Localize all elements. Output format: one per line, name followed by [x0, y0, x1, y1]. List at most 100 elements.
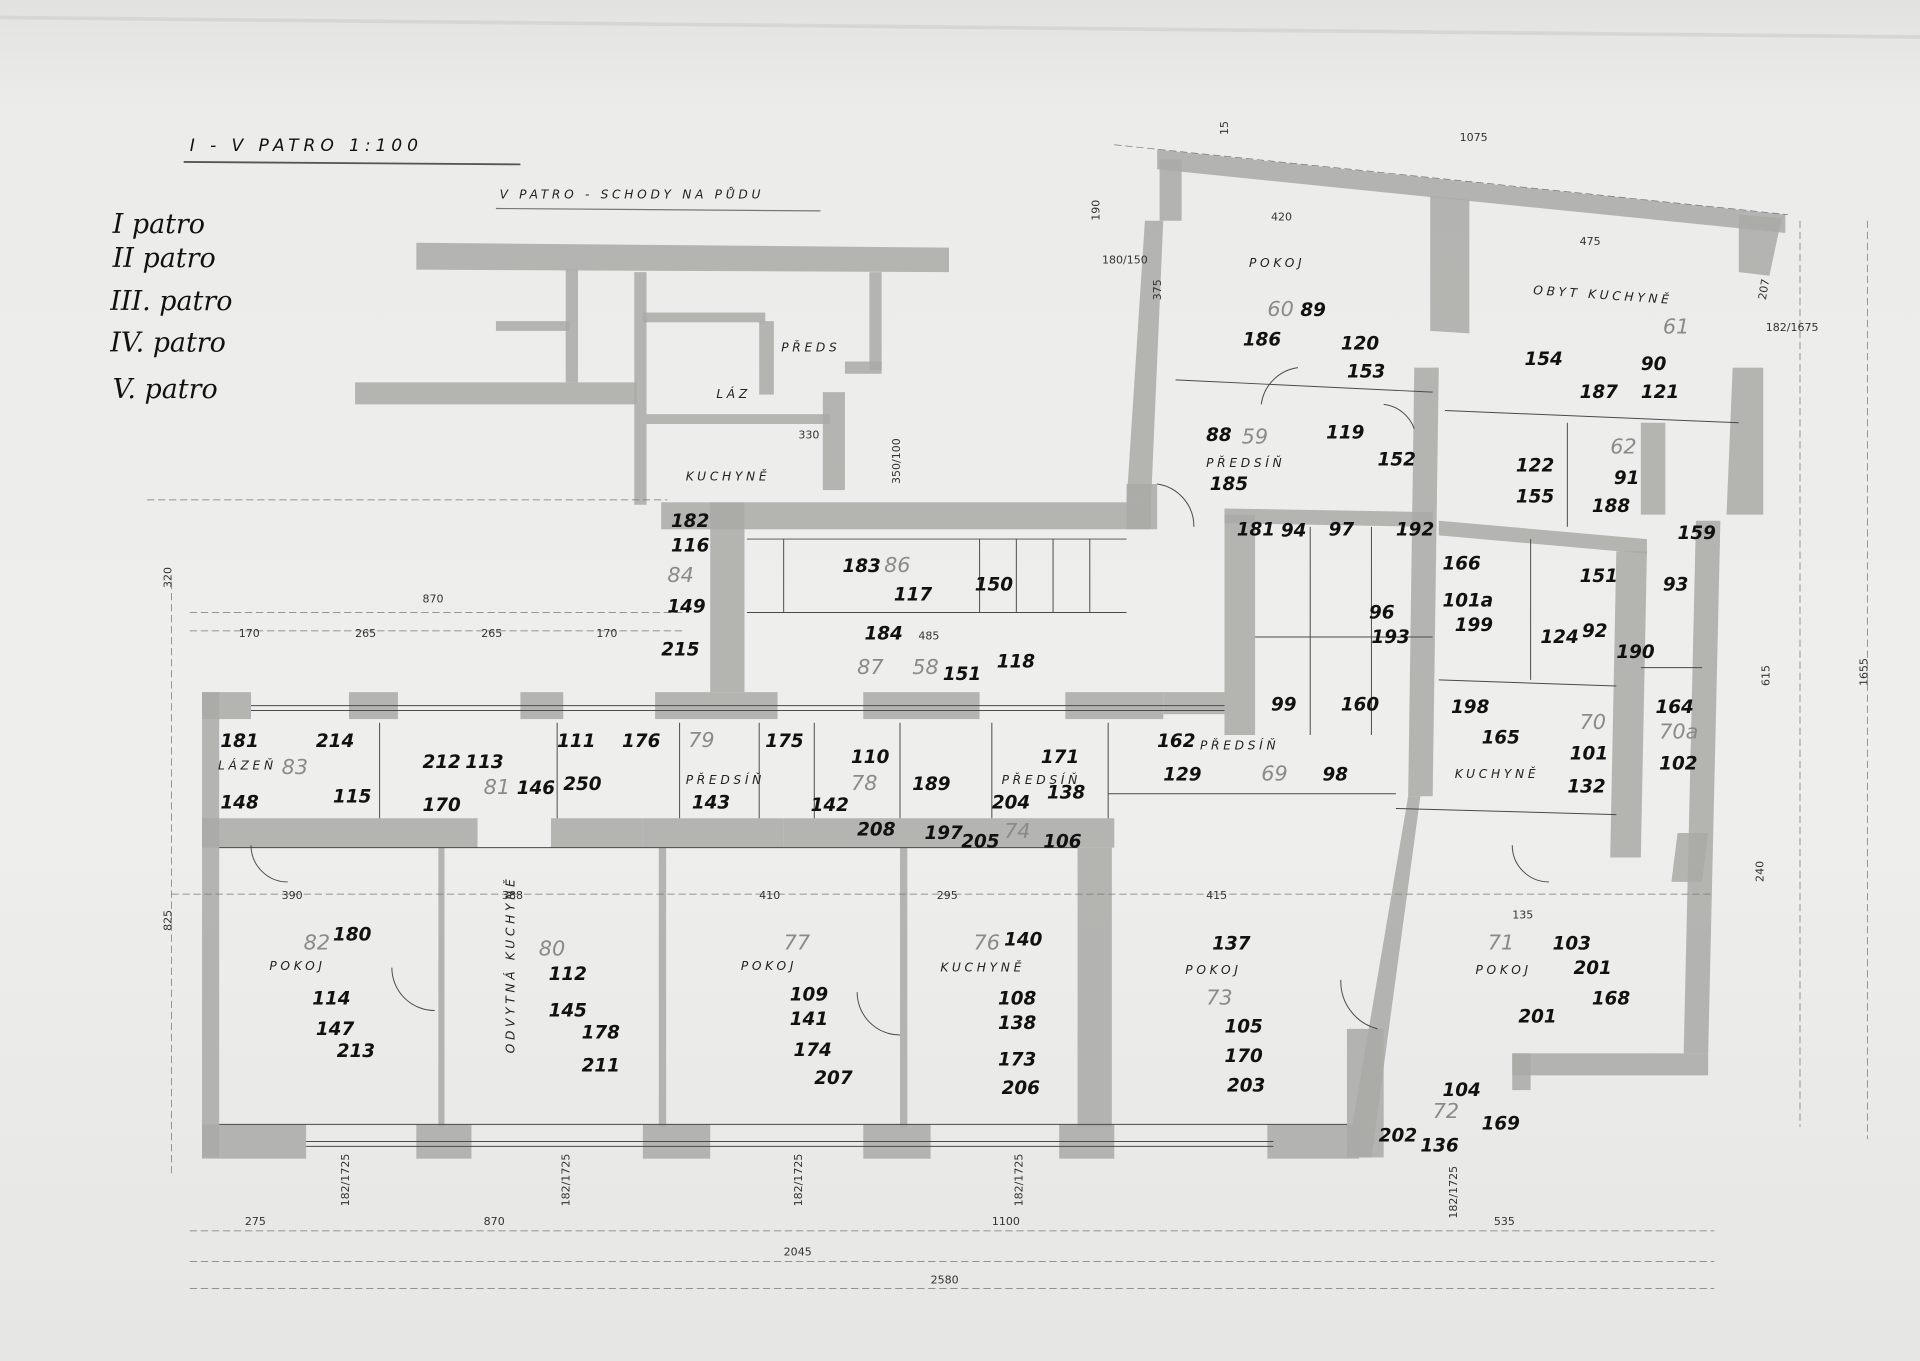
area-number: 72 [1433, 1099, 1459, 1123]
dimension-label: 182/1725 [339, 1154, 352, 1207]
area-number: 175 [765, 731, 803, 752]
area-number: 129 [1163, 764, 1201, 785]
area-number: 93 [1663, 575, 1689, 596]
area-number: 204 [992, 792, 1030, 813]
drawing-subtitle: V PATRO - SCHODY NA PŮDU [500, 187, 765, 202]
area-number: 69 [1261, 761, 1287, 785]
area-number: 212 [422, 752, 460, 773]
area-number: 208 [857, 819, 896, 840]
area-number: 170 [422, 795, 461, 816]
area-number: 171 [1041, 747, 1079, 768]
area-number: 114 [312, 988, 350, 1009]
area-number: 178 [582, 1023, 621, 1044]
area-number: 84 [667, 563, 693, 587]
legend-floor-2: II patro [112, 243, 216, 274]
room-label: PŘEDSÍŇ [1206, 455, 1285, 470]
area-number: 121 [1641, 382, 1679, 403]
dimension-label: 375 [1151, 279, 1164, 300]
area-number: 184 [864, 623, 902, 644]
area-number: 136 [1420, 1135, 1459, 1156]
stair-hall-walls [661, 483, 1158, 693]
area-number: 115 [333, 786, 371, 807]
area-number: 211 [582, 1056, 620, 1077]
area-number: 110 [851, 747, 890, 768]
area-number: 190 [1616, 642, 1655, 663]
dimension-lines [146, 144, 1868, 1289]
area-number: 181 [220, 731, 258, 752]
room-label: POKOJ [741, 959, 797, 973]
dimension-label: 410 [759, 889, 780, 902]
area-number: 140 [1004, 930, 1043, 951]
area-number: 150 [975, 575, 1014, 596]
area-number: 103 [1553, 933, 1591, 954]
area-number: 99 [1271, 695, 1297, 716]
room-label: KUCHYNĚ [940, 959, 1025, 974]
room-label: LÁZ [716, 386, 751, 401]
area-number: 105 [1224, 1017, 1262, 1038]
area-number: 168 [1592, 988, 1631, 1009]
dimension-label: 330 [798, 429, 819, 442]
dimension-label: 415 [1206, 889, 1227, 902]
fold-line [0, 15, 1920, 39]
dimension-label: 390 [282, 889, 303, 902]
area-number: 181 [1237, 519, 1275, 540]
area-number: 153 [1347, 361, 1385, 382]
area-number: 62 [1610, 434, 1636, 458]
dimension-label: 207 [1756, 278, 1772, 301]
area-number: 77 [784, 930, 811, 954]
area-number: 201 [1518, 1007, 1556, 1028]
area-number: 59 [1242, 425, 1268, 449]
room-label: PŘEDSÍŇ [686, 772, 765, 787]
area-number: 98 [1322, 764, 1348, 785]
area-number: 113 [465, 752, 503, 773]
area-number: 91 [1614, 468, 1640, 489]
area-number: 80 [539, 936, 565, 960]
area-number: 138 [1047, 783, 1086, 804]
area-number: 182 [671, 511, 709, 532]
area-number: 124 [1540, 627, 1578, 648]
area-number: 97 [1329, 519, 1355, 540]
area-number: 87 [857, 655, 884, 679]
area-number: 79 [688, 728, 714, 752]
dimension-label: 295 [937, 889, 958, 902]
area-number: 193 [1371, 627, 1409, 648]
dimension-label: 182/1725 [1012, 1154, 1025, 1207]
area-number: 183 [842, 556, 880, 577]
area-number: 203 [1227, 1075, 1265, 1096]
area-number: 214 [316, 731, 354, 752]
area-number: 71 [1488, 930, 1514, 954]
area-number: 148 [220, 792, 259, 813]
area-number: 143 [692, 792, 730, 813]
area-number: 202 [1379, 1126, 1417, 1147]
dimension-label: 475 [1580, 235, 1601, 248]
area-number: 187 [1580, 382, 1619, 403]
room-label: LÁZEŇ [218, 757, 277, 772]
area-number: 149 [667, 597, 705, 618]
area-number: 185 [1210, 474, 1248, 495]
area-number: 138 [998, 1013, 1037, 1034]
room-label: POKOJ [269, 959, 325, 973]
dimension-label: 2045 [784, 1245, 812, 1258]
area-number: 81 [484, 775, 510, 799]
area-number: 170 [1224, 1046, 1263, 1067]
area-number: 162 [1157, 731, 1195, 752]
dimension-label: 182/1725 [559, 1154, 572, 1207]
dimension-label: 182/1725 [1447, 1166, 1460, 1219]
area-number: 137 [1212, 933, 1251, 954]
dimension-label: 190 [1090, 200, 1103, 221]
area-number: 92 [1582, 621, 1608, 642]
area-number: 186 [1243, 330, 1282, 351]
partition-lines [219, 367, 1739, 1147]
dimension-label: 535 [1494, 1215, 1515, 1228]
area-number: 160 [1341, 695, 1380, 716]
dimension-label: 350/100 [890, 438, 903, 484]
dimension-label: 182/1725 [792, 1154, 805, 1207]
area-number: 106 [1043, 832, 1082, 853]
dimension-label: 265 [355, 627, 376, 640]
area-number: 83 [282, 755, 308, 779]
room-label: KUCHYNĚ [686, 468, 771, 483]
area-number: 205 [961, 832, 999, 853]
dimension-label: 182/1675 [1766, 321, 1819, 334]
